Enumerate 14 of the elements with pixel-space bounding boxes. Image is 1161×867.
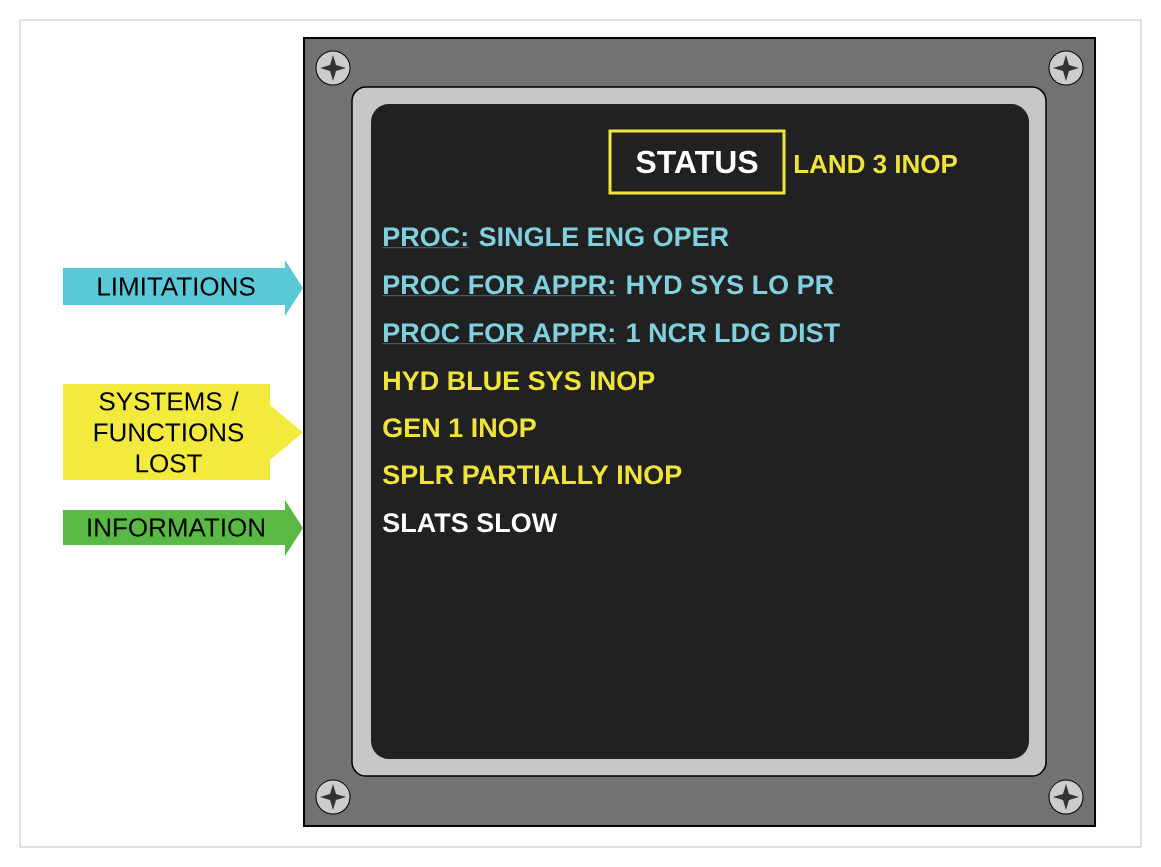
- procedure-heading: PROC FOR APPR:: [382, 323, 617, 344]
- inop-system-text: HYD BLUE SYS INOP: [384, 371, 655, 391]
- arrow-label: INFORMATION: [63, 500, 303, 556]
- procedure-text: SINGLE ENG OPER: [479, 227, 729, 247]
- procedure-heading: PROC FOR APPR:: [382, 275, 617, 296]
- procedure-text: HYD SYS LO PR: [627, 275, 834, 295]
- procedure-heading: PROC:: [382, 227, 470, 248]
- status-title-box: STATUS: [608, 129, 786, 195]
- inop-system-text: SPLR PARTIALLY INOP: [383, 465, 682, 485]
- procedure-text: 1 NCR LDG DIST: [627, 323, 840, 343]
- arrow-label: SYSTEMS / FUNCTIONS LOST: [63, 384, 303, 480]
- inop-system-text: GEN 1 INOP: [383, 418, 536, 438]
- arrow-label: LIMITATIONS: [63, 260, 303, 316]
- information-text: SLATS SLOW: [383, 513, 558, 533]
